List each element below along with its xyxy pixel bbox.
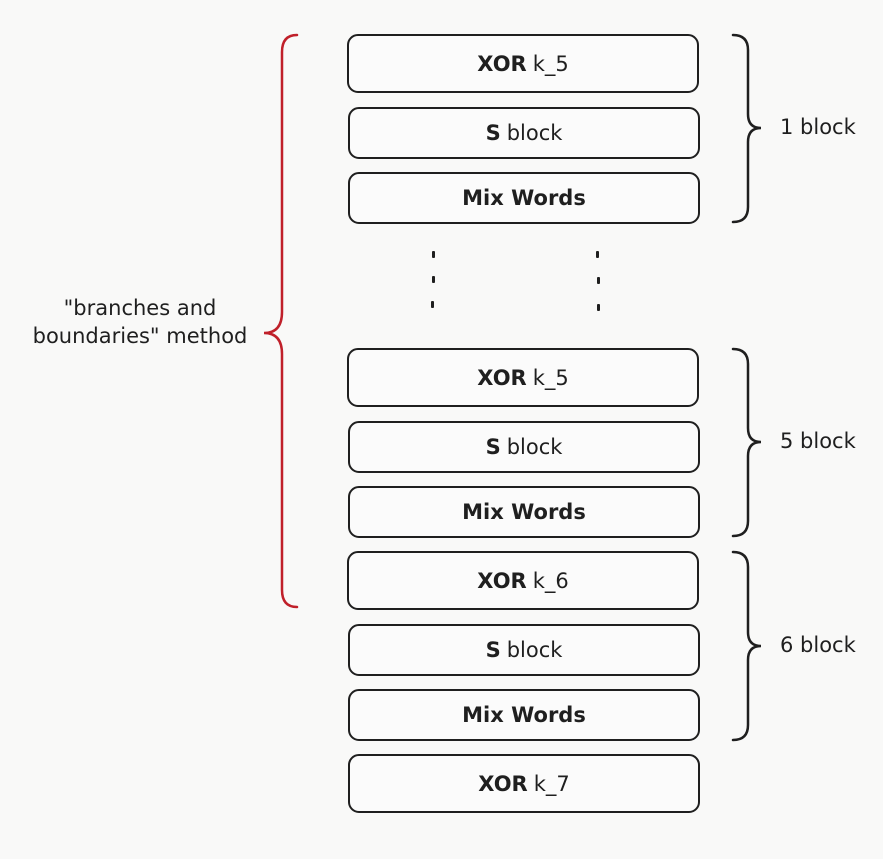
op-arg: k_5 [532,51,569,76]
group-label-1: 1 block [780,115,856,139]
method-brace [263,33,299,609]
round-1-mix-words-box: Mix Words [348,172,700,224]
op-name: S [485,638,501,662]
op-arg: block [506,638,563,662]
op-name: S [485,121,501,145]
op-arg: block [506,121,563,145]
op-arg: k_5 [532,365,569,390]
op-name: XOR [477,51,527,76]
method-label: "branches and boundaries" method [10,294,270,350]
brace-round-5 [731,347,762,538]
group-label-5: 5 block [780,429,856,453]
op-name: Mix Words [462,186,586,210]
group-label-6: 6 block [780,633,856,657]
op-arg: block [506,435,563,459]
method-label-line-1: "branches and [63,296,217,320]
method-label-line-2: boundaries" method [32,324,248,348]
brace-round-1 [731,33,762,224]
op-name: XOR [478,771,528,796]
op-name: XOR [477,568,527,593]
op-name: XOR [477,365,527,390]
ellipsis-right [596,251,600,311]
op-name: Mix Words [462,703,586,727]
op-arg: k_6 [532,568,569,593]
op-name: Mix Words [462,500,586,524]
round-6-mix-words-box: Mix Words [348,689,700,741]
op-name: S [485,435,501,459]
op-arg: k_7 [533,771,570,796]
brace-round-6 [731,550,762,742]
round-5-mix-words-box: Mix Words [348,486,700,538]
ellipsis-left [431,251,435,308]
